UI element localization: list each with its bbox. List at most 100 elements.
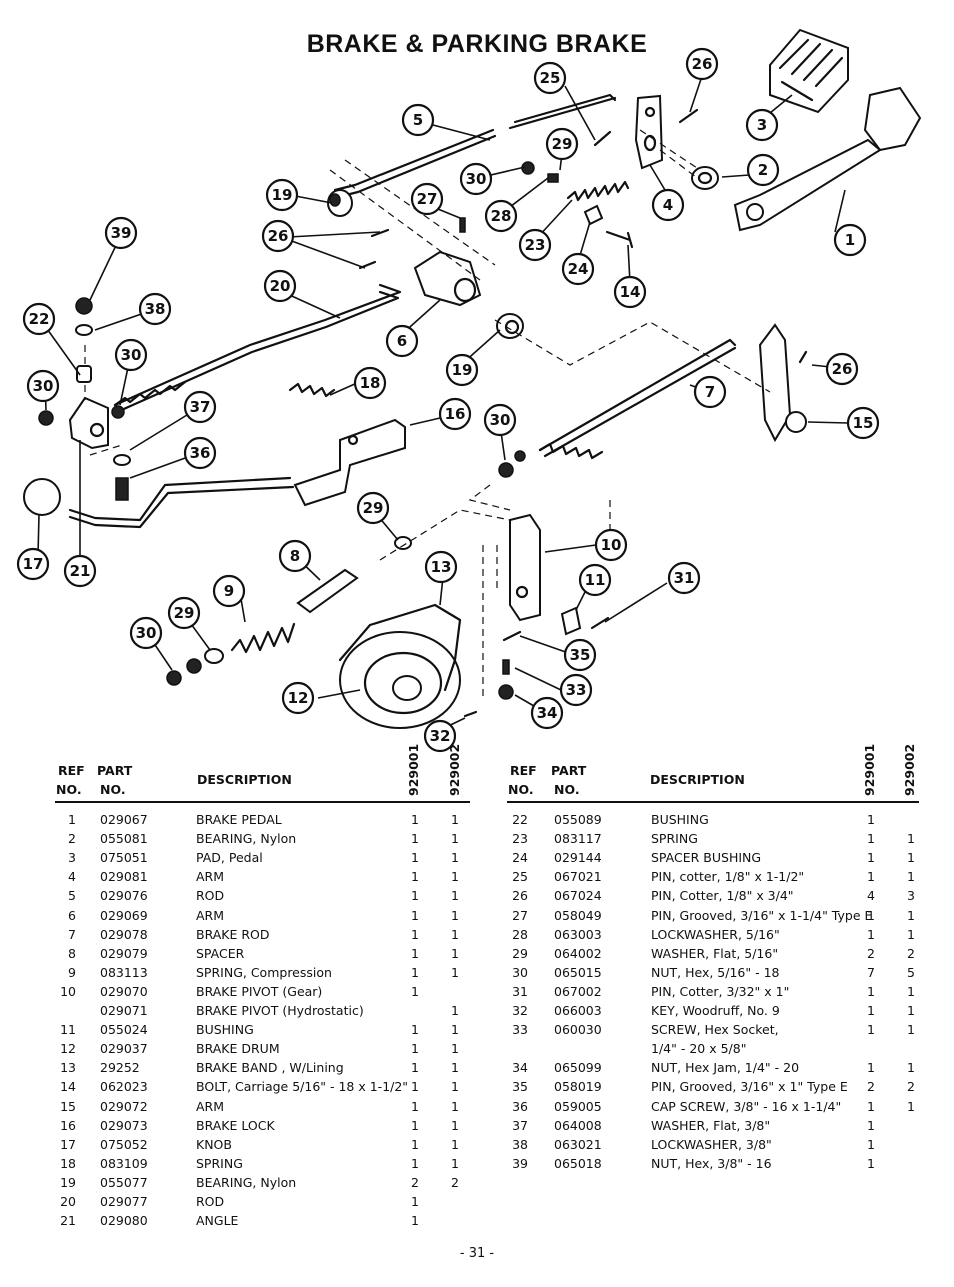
cell-q1: 1 xyxy=(867,831,875,847)
cell-ref: 24 xyxy=(512,850,528,866)
cell-q2: 1 xyxy=(907,831,915,847)
svg-text:34: 34 xyxy=(537,704,558,722)
cell-desc: SPACER xyxy=(196,945,245,961)
cell-q1: 1 xyxy=(411,907,419,923)
spring-18-shape xyxy=(288,382,336,398)
svg-text:36: 36 xyxy=(190,444,211,462)
callout-26b: 26 xyxy=(261,219,295,253)
cell-q1: 1 xyxy=(867,983,875,999)
svg-text:14: 14 xyxy=(620,283,641,301)
cell-desc: NUT, Hex, 3/8" - 16 xyxy=(651,1155,772,1171)
header-description: DESCRIPTION xyxy=(197,772,292,787)
cell-q1: 1 xyxy=(411,812,419,827)
cell-q1: 1 xyxy=(411,983,419,999)
cell-part: 029081 xyxy=(100,869,148,885)
cell-desc: PAD, Pedal xyxy=(196,850,263,866)
woodruff-key-32-shape xyxy=(463,710,478,718)
svg-text:30: 30 xyxy=(121,346,142,364)
cell-q2: 1 xyxy=(907,850,915,866)
cell-ref: 27 xyxy=(512,907,528,923)
cell-q2: 1 xyxy=(451,1098,459,1114)
cell-desc: SCREW, Hex Socket, xyxy=(651,1022,779,1038)
cell-part: 083109 xyxy=(100,1155,148,1171)
svg-text:18: 18 xyxy=(360,374,381,392)
brake-band-13-shape xyxy=(338,603,462,692)
cell-ref: 13 xyxy=(60,1060,76,1076)
cell-q1: 7 xyxy=(867,964,875,980)
cell-part: 029073 xyxy=(100,1117,148,1133)
cell-ref: 29 xyxy=(512,945,528,961)
callout-28: 28 xyxy=(484,199,518,233)
cell-part: 029069 xyxy=(100,907,148,923)
cell-part: 058019 xyxy=(554,1079,602,1095)
cotter-pin-31-shape xyxy=(590,616,610,630)
cell-q2: 1 xyxy=(451,1041,459,1057)
callout-30c: 30 xyxy=(26,369,60,403)
callout-10: 10 xyxy=(594,528,628,562)
cell-q1: 2 xyxy=(867,1079,875,1095)
nut-30-angle-shape xyxy=(111,405,125,419)
lockwasher-28-shape xyxy=(547,173,559,183)
angle-21-shape xyxy=(68,396,109,450)
callout-7: 7 xyxy=(693,375,727,409)
svg-text:35: 35 xyxy=(570,646,591,664)
svg-text:24: 24 xyxy=(568,260,589,278)
cell-q2: 2 xyxy=(907,945,915,961)
header-ref-no-right: NO. xyxy=(508,782,534,797)
cell-q1: 1 xyxy=(411,888,419,904)
rod-20-shape xyxy=(113,283,402,414)
cell-q1: 1 xyxy=(411,1213,419,1229)
cell-desc: BRAKE PIVOT (Hydrostatic) xyxy=(196,1003,364,1018)
cell-q1: 1 xyxy=(411,1155,419,1171)
washer-29-upper-shape xyxy=(394,536,412,550)
cell-ref: 12 xyxy=(60,1041,76,1057)
cell-ref: 28 xyxy=(512,926,528,942)
callout-29a: 29 xyxy=(545,127,579,161)
callout-15: 15 xyxy=(846,406,880,440)
callout-30b: 30 xyxy=(114,338,148,372)
cell-ref: 22 xyxy=(512,812,528,827)
callout-19b: 19 xyxy=(445,353,479,387)
cell-desc: BRAKE ROD xyxy=(196,926,270,942)
cell-q2: 2 xyxy=(451,1174,459,1190)
cell-q1: 1 xyxy=(867,907,875,923)
brake-drum-12-shape xyxy=(339,631,461,729)
cell-desc: KEY, Woodruff, No. 9 xyxy=(651,1003,780,1018)
cell-q1: 1 xyxy=(867,1098,875,1114)
page-title: BRAKE & PARKING BRAKE xyxy=(306,30,648,58)
rod-20-thread-shape xyxy=(113,380,187,407)
cell-part: 029080 xyxy=(100,1213,148,1229)
svg-text:26: 26 xyxy=(692,55,713,73)
cell-desc: PIN, Cotter, 1/8" x 3/4" xyxy=(651,888,794,904)
svg-text:30: 30 xyxy=(136,624,157,642)
cell-q1: 1 xyxy=(867,850,875,866)
cell-part: 029077 xyxy=(100,1194,148,1209)
cell-desc: WASHER, Flat, 3/8" xyxy=(651,1117,771,1133)
callout-26a: 26 xyxy=(685,47,719,81)
svg-text:23: 23 xyxy=(525,236,546,254)
cell-ref: 15 xyxy=(60,1098,76,1114)
cell-part: 063021 xyxy=(554,1136,602,1152)
cell-q1: 1 xyxy=(867,1136,875,1152)
cell-q1: 1 xyxy=(867,1060,875,1076)
cell-ref: 3 xyxy=(68,850,76,866)
cell-part: 062023 xyxy=(100,1079,148,1095)
arm-6-shape xyxy=(413,217,482,307)
cell-ref: 26 xyxy=(512,888,528,904)
cell-q2: 1 xyxy=(451,964,459,980)
svg-text:26: 26 xyxy=(832,360,853,378)
callout-1: 1 xyxy=(833,223,867,257)
svg-text:29: 29 xyxy=(552,135,573,153)
cell-desc: BRAKE BAND , W/Lining xyxy=(196,1060,344,1076)
jam-nut-34-shape xyxy=(498,684,514,700)
svg-text:13: 13 xyxy=(431,558,452,576)
cell-desc: BOLT, Carriage 5/16" - 18 x 1-1/2" xyxy=(196,1079,409,1095)
header-description-right: DESCRIPTION xyxy=(650,772,745,787)
cell-q1: 1 xyxy=(411,1022,419,1038)
cell-q2: 1 xyxy=(451,831,459,847)
nut-39-shape xyxy=(75,297,93,315)
svg-text:9: 9 xyxy=(224,582,234,600)
cell-ref: 17 xyxy=(60,1136,76,1152)
cell-ref: 5 xyxy=(68,888,76,904)
cell-ref: 37 xyxy=(512,1117,528,1133)
